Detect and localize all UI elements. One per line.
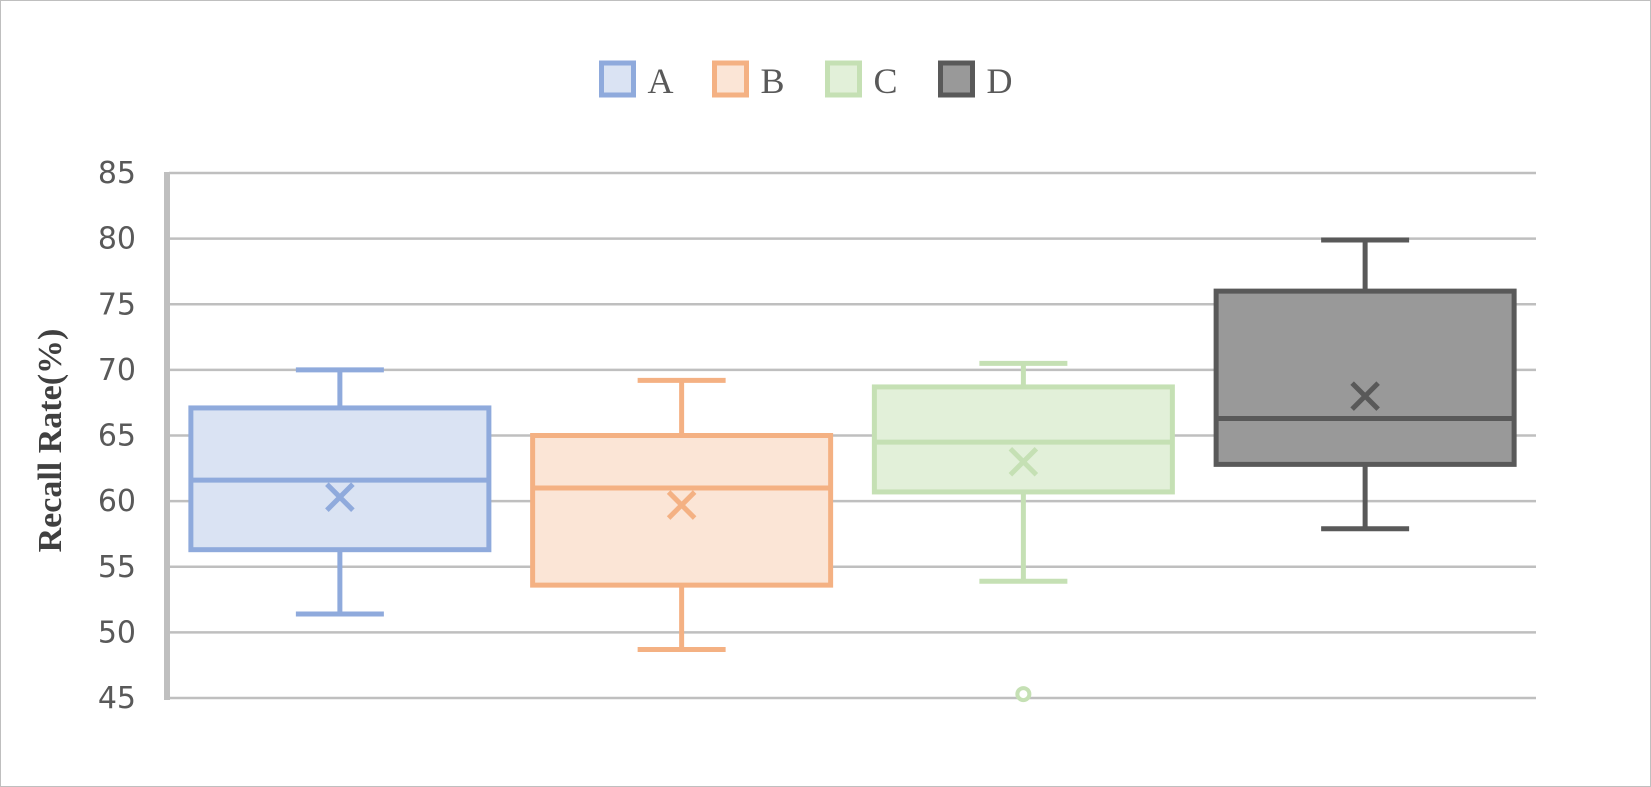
y-axis-title: Recall Rate(%) [32, 329, 69, 553]
legend-item-c: C [825, 60, 898, 101]
mean-marker-b [666, 490, 697, 520]
legend-swatch-a [599, 60, 636, 98]
box-D [1213, 237, 1517, 532]
legend: A B C D [599, 60, 1013, 101]
legend-swatch-c [825, 60, 862, 98]
mean-marker-stroke-b-d [1350, 381, 1380, 411]
y-tick-label-85: 85 [98, 156, 136, 191]
y-tick-label-60: 60 [98, 484, 136, 519]
y-axis: 45 50 55 60 65 70 75 80 85 [98, 156, 170, 716]
iqr-box-d [1213, 288, 1517, 467]
legend-label-b: B [761, 61, 785, 101]
mean-marker-c [1008, 446, 1039, 477]
y-tick-label-55: 55 [98, 550, 136, 585]
box-A [188, 367, 492, 617]
y-tick-label-70: 70 [98, 353, 136, 388]
legend-label-a: A [648, 61, 674, 101]
y-tick-label-75: 75 [98, 287, 136, 322]
legend-item-a: A [599, 60, 674, 101]
y-tick-label-45: 45 [98, 681, 136, 716]
outlier-c-0 [1015, 686, 1032, 703]
mean-marker-a [325, 482, 355, 512]
legend-item-d: D [938, 60, 1013, 101]
mean-marker-d [1350, 381, 1380, 411]
mean-marker-stroke-b-b [666, 490, 697, 520]
box-B [530, 377, 834, 652]
legend-swatch-b [712, 60, 749, 98]
mean-marker-stroke-b-a [325, 482, 355, 512]
legend-label-c: C [874, 61, 898, 101]
legend-swatch-d [938, 60, 975, 98]
legend-item-b: B [712, 60, 785, 101]
box-C [871, 360, 1175, 703]
y-tick-label-65: 65 [98, 419, 136, 454]
iqr-box-c [871, 384, 1175, 495]
legend-label-d: D [987, 61, 1013, 101]
box-series [188, 237, 1517, 703]
mean-marker-stroke-b-c [1008, 446, 1039, 477]
iqr-box-b [530, 433, 834, 588]
y-tick-label-50: 50 [98, 615, 136, 650]
y-tick-label-80: 80 [98, 222, 136, 257]
